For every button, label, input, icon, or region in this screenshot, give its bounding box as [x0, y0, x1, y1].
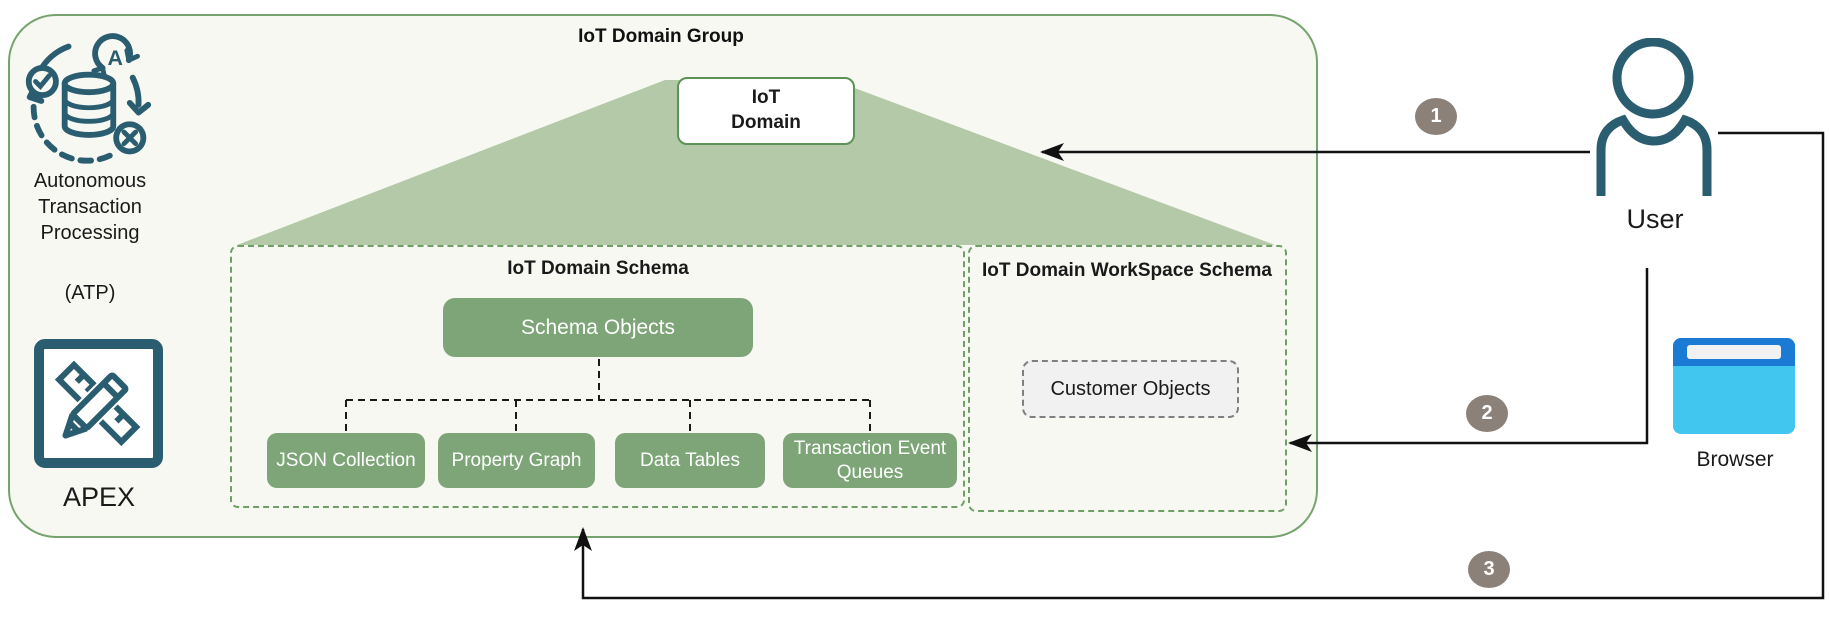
arrow-2-user-to-workspace-schema	[1288, 268, 1649, 452]
step-badge-2: 2	[1466, 395, 1508, 432]
funnel-trapezoid	[237, 80, 1275, 245]
schema-tree-connectors	[345, 359, 871, 432]
step-badge-3: 3	[1468, 551, 1510, 588]
step-badge-1: 1	[1415, 98, 1457, 135]
arrow-3-browser-loop-to-schema	[574, 131, 1825, 600]
